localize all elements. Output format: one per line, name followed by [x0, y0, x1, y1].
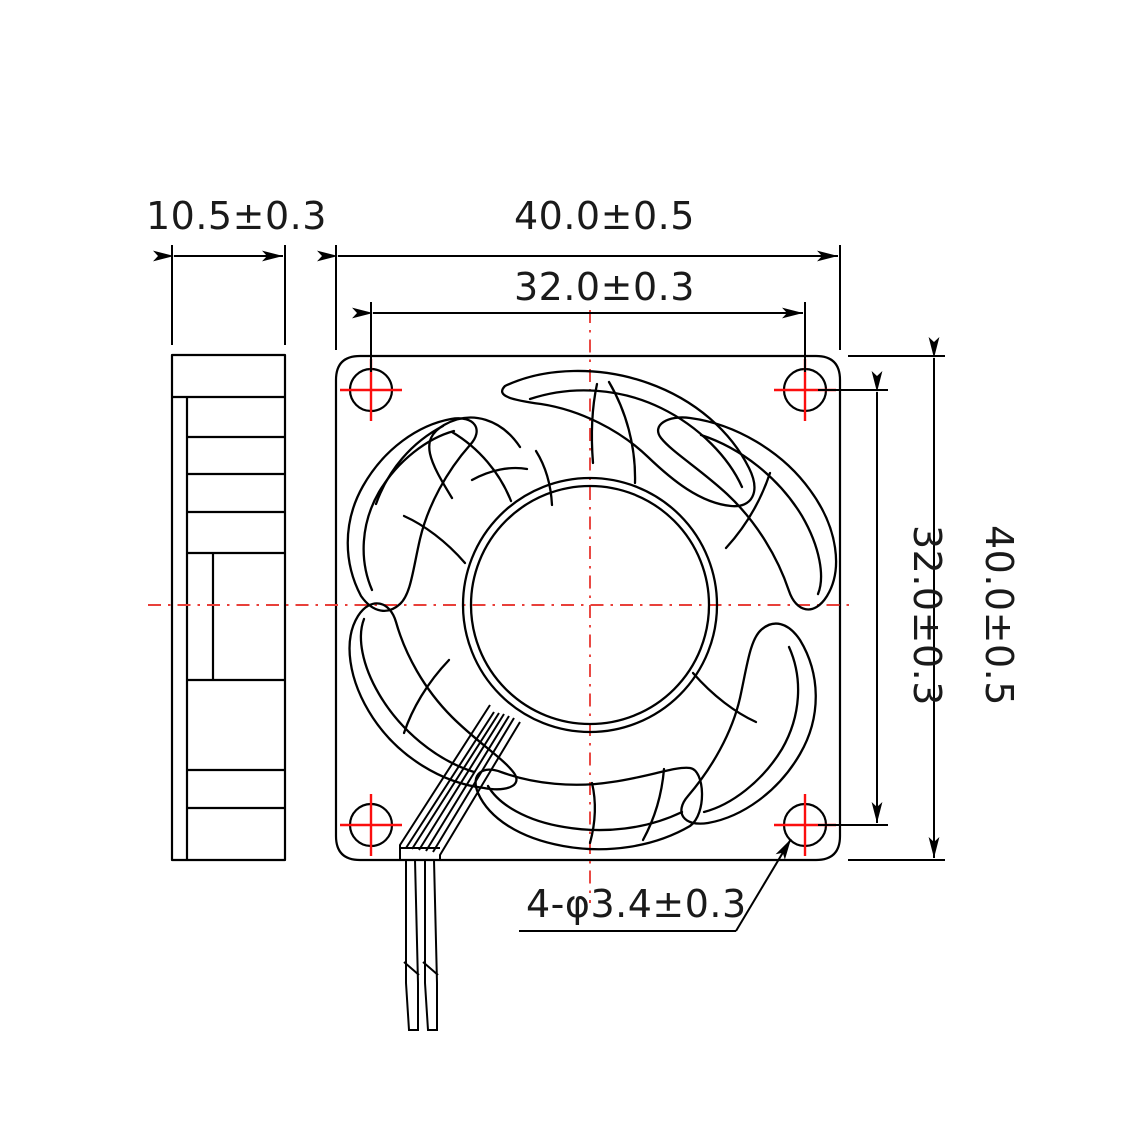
centerlines — [148, 310, 852, 903]
label-thickness: 10.5±0.3 — [146, 194, 327, 238]
dimension-width-overall — [317, 245, 841, 350]
label-hole-pitch-vertical: 32.0±0.3 — [905, 525, 949, 706]
hub-outer-circle — [461, 476, 719, 734]
front-fan-frame — [334, 354, 842, 862]
hub-inner-circle — [469, 484, 711, 726]
dimension-hole-pitch-horizontal — [352, 302, 806, 372]
side-profile-view — [170, 353, 287, 862]
dimension-hole-pitch-vertical — [818, 371, 888, 826]
callout-hole-diameter — [519, 838, 792, 932]
label-hole-callout: 4-φ3.4±0.3 — [526, 882, 747, 926]
label-hole-pitch-horizontal: 32.0±0.3 — [514, 265, 695, 309]
mounting-hole-bottom-left — [340, 794, 402, 856]
dimension-height-overall — [848, 337, 945, 861]
label-height-overall: 40.0±0.5 — [977, 525, 1021, 706]
dimension-thickness — [153, 245, 286, 345]
label-width-overall: 40.0±0.5 — [514, 194, 695, 238]
fan-wires — [399, 704, 521, 1031]
fan-impeller — [346, 369, 838, 851]
